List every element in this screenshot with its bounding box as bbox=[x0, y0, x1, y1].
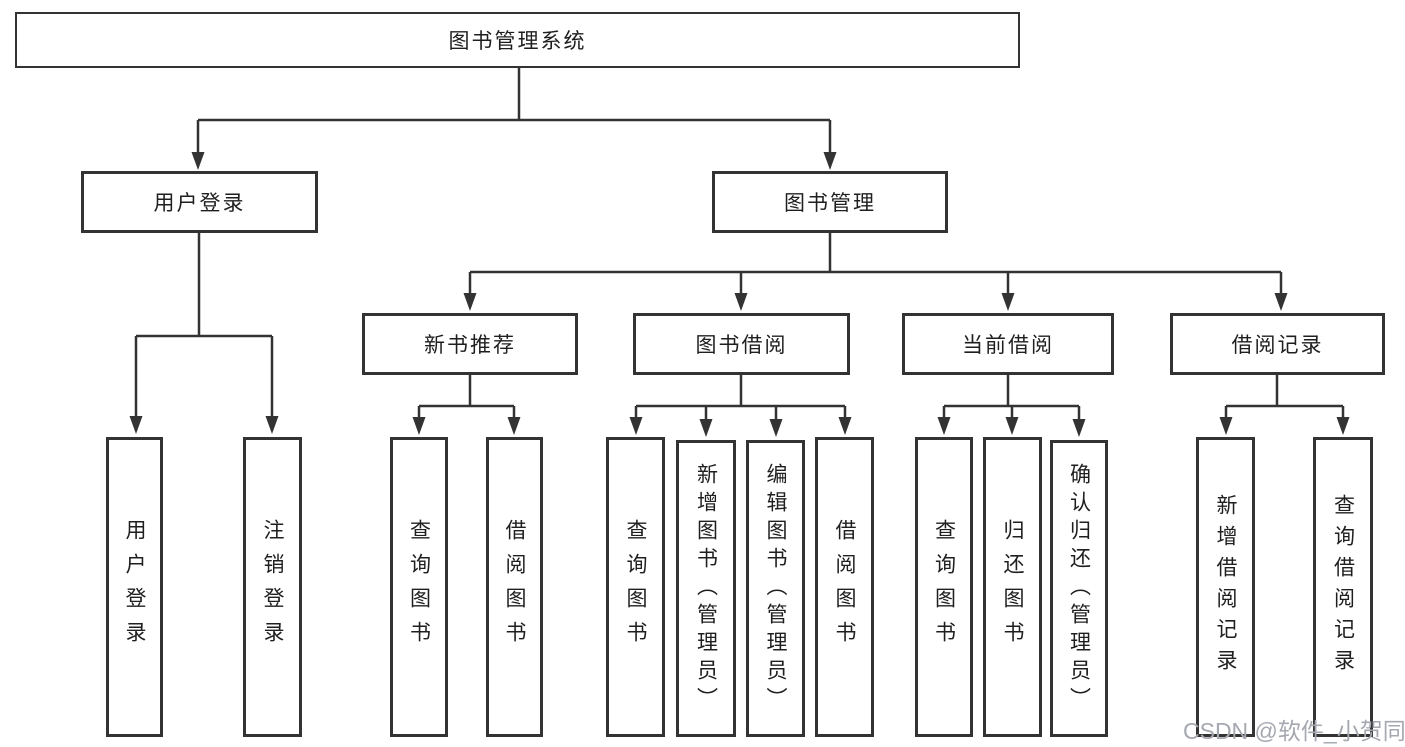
arrowheads bbox=[129, 152, 1350, 437]
leaf-borrow-edit-label: 编辑图书（管理员） bbox=[764, 462, 787, 715]
node-user-login-label: 用户登录 bbox=[153, 192, 246, 215]
leaf-current-return-label: 归还图书 bbox=[1001, 519, 1024, 655]
leaf-borrow-add: 新增图书（管理员） bbox=[676, 440, 736, 737]
leaf-records-query: 查询借阅记录 bbox=[1313, 437, 1373, 737]
leaf-newbook-borrow-label: 借阅图书 bbox=[503, 519, 526, 655]
leaf-current-query-label: 查询图书 bbox=[932, 519, 956, 655]
leaf-newbook-query: 查询图书 bbox=[390, 437, 448, 737]
leaf-logout: 注销登录 bbox=[243, 437, 302, 737]
node-book-borrow-label: 图书借阅 bbox=[695, 334, 788, 357]
csdn-watermark: CSDN @软件_小贺同学 bbox=[1183, 718, 1405, 744]
leaf-borrow-edit: 编辑图书（管理员） bbox=[746, 440, 805, 737]
leaf-borrow-borrow: 借阅图书 bbox=[815, 437, 874, 737]
leaf-borrow-add-label: 新增图书（管理员） bbox=[694, 462, 718, 715]
node-current-borrow-label: 当前借阅 bbox=[962, 334, 1054, 357]
node-root-label: 图书管理系统 bbox=[448, 30, 587, 53]
node-book-borrow: 图书借阅 bbox=[633, 313, 850, 375]
leaf-records-query-label: 查询借阅记录 bbox=[1331, 494, 1355, 680]
leaf-records-add-label: 新增借阅记录 bbox=[1214, 494, 1237, 680]
leaf-current-query: 查询图书 bbox=[915, 437, 973, 737]
leaf-current-return: 归还图书 bbox=[983, 437, 1042, 737]
node-new-book-recommend-label: 新书推荐 bbox=[424, 334, 516, 357]
node-borrow-records: 借阅记录 bbox=[1170, 313, 1385, 375]
leaf-current-confirm-label: 确认归还（管理员） bbox=[1067, 462, 1091, 715]
node-book-management: 图书管理 bbox=[712, 171, 948, 233]
node-book-management-label: 图书管理 bbox=[784, 192, 876, 215]
node-user-login: 用户登录 bbox=[81, 171, 318, 233]
leaf-newbook-query-label: 查询图书 bbox=[407, 519, 431, 655]
node-root: 图书管理系统 bbox=[15, 12, 1020, 68]
node-new-book-recommend: 新书推荐 bbox=[362, 313, 578, 375]
node-current-borrow: 当前借阅 bbox=[902, 313, 1114, 375]
leaf-current-confirm: 确认归还（管理员） bbox=[1050, 440, 1108, 737]
leaf-borrow-borrow-label: 借阅图书 bbox=[833, 519, 856, 655]
leaf-records-add: 新增借阅记录 bbox=[1196, 437, 1255, 737]
connector-path bbox=[134, 68, 1345, 421]
leaf-borrow-query-label: 查询图书 bbox=[624, 519, 647, 655]
leaf-newbook-borrow: 借阅图书 bbox=[486, 437, 543, 737]
leaf-borrow-query: 查询图书 bbox=[606, 437, 665, 737]
node-borrow-records-label: 借阅记录 bbox=[1231, 334, 1324, 357]
leaf-user-login: 用户登录 bbox=[106, 437, 163, 737]
leaf-user-login-label: 用户登录 bbox=[123, 519, 146, 655]
leaf-logout-label: 注销登录 bbox=[261, 519, 284, 655]
